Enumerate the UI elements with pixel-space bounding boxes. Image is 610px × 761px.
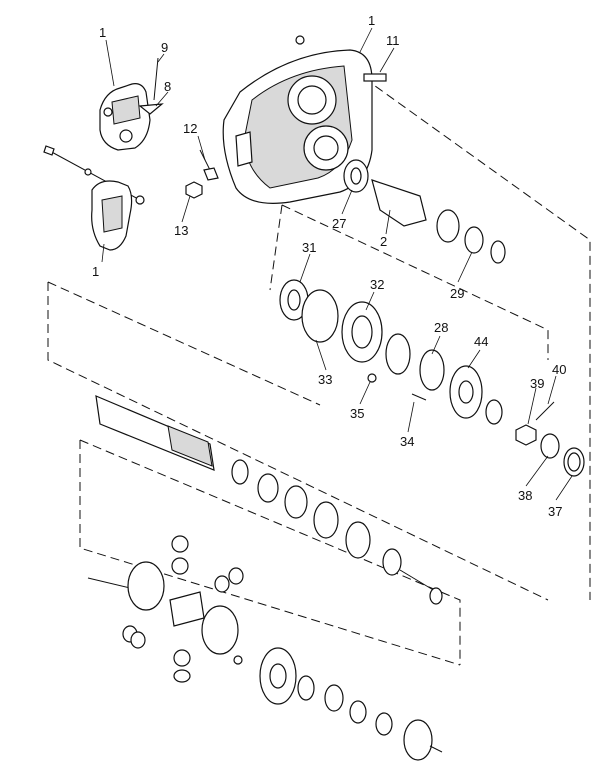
callout-32: 32 — [370, 277, 384, 292]
callout-8: 8 — [164, 79, 171, 94]
carrier-group — [279, 279, 503, 425]
callout-27: 27 — [332, 216, 346, 231]
callout-40: 40 — [552, 362, 566, 377]
callout-35: 35 — [350, 406, 364, 421]
callout-33: 33 — [318, 372, 332, 387]
callout-39: 39 — [530, 376, 544, 391]
callout-1-lower-bracket: 1 — [92, 264, 99, 279]
retainer-hardware — [515, 401, 585, 477]
callout-34: 34 — [400, 434, 414, 449]
main-shaft-group — [95, 395, 443, 605]
callout-13: 13 — [174, 223, 188, 238]
callout-2: 2 — [380, 234, 387, 249]
callout-38: 38 — [518, 488, 532, 503]
callout-9: 9 — [161, 40, 168, 55]
pinion-shaft-group — [343, 159, 506, 264]
callout-1-housing: 1 — [368, 13, 375, 28]
leader-lines — [101, 27, 573, 501]
callout-44: 44 — [474, 334, 488, 349]
callout-11: 11 — [386, 33, 400, 48]
callout-28: 28 — [434, 320, 448, 335]
callout-37: 37 — [548, 504, 562, 519]
differential-group — [87, 535, 443, 761]
housing-part — [222, 35, 387, 204]
callout-29: 29 — [450, 286, 464, 301]
callout-1-upper-bracket: 1 — [99, 25, 106, 40]
upper-bracket-part — [99, 57, 164, 151]
callout-12: 12 — [183, 121, 197, 136]
callout-31: 31 — [302, 240, 316, 255]
assembly-boundary-lines — [47, 77, 591, 666]
lower-bracket-part — [43, 145, 145, 251]
stud-and-nut — [185, 149, 219, 199]
callouts: 1 9 8 1 11 12 13 1 27 2 29 31 32 33 28 4… — [92, 13, 566, 519]
